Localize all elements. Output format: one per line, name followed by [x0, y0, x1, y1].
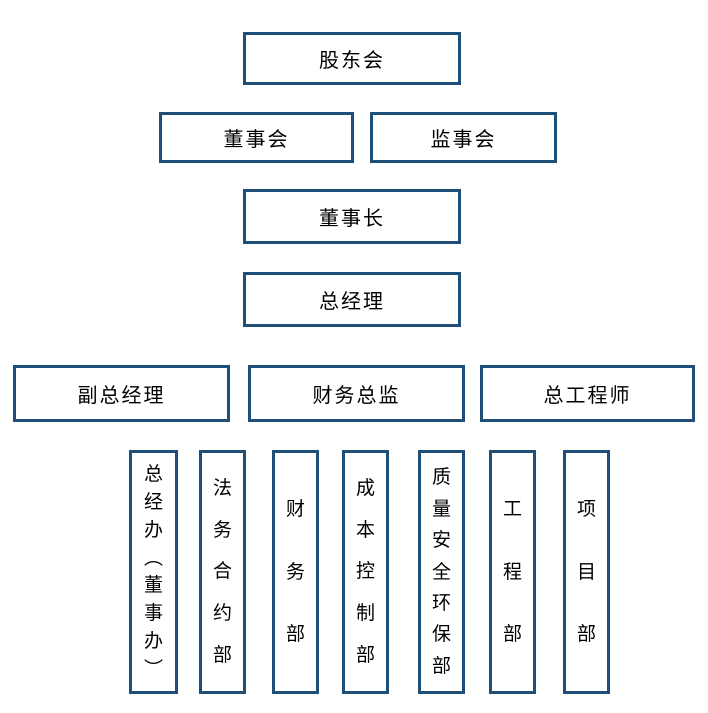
vertical-label-char: 量 — [431, 497, 451, 520]
vertical-label-char: 务 — [212, 518, 232, 541]
org-node-chief-engineer: 总工程师 — [480, 365, 695, 422]
vertical-label-char: 保 — [431, 623, 451, 646]
vertical-label-char: 部 — [431, 654, 451, 677]
org-node-general-manager: 总经理 — [243, 272, 461, 327]
vertical-label-char: 程 — [502, 560, 522, 583]
vertical-label-char: 经 — [143, 490, 163, 513]
org-node-dept-project: 项目部 — [563, 450, 610, 694]
vertical-label-char: 控 — [355, 560, 375, 583]
vertical-label-char: 成 — [355, 476, 375, 499]
org-node-finance-director: 财务总监 — [248, 365, 465, 422]
vertical-label-char: 目 — [576, 560, 596, 583]
vertical-label-char: 法 — [212, 476, 232, 499]
org-node-dept-quality-safety-environment: 质量安全环保部 — [418, 450, 465, 694]
vertical-label-char: 全 — [431, 560, 451, 583]
vertical-label-char: 本 — [355, 518, 375, 541]
org-node-dept-legal-contracts: 法务合约部 — [199, 450, 246, 694]
vertical-label-char: 总 — [143, 462, 163, 485]
org-node-shareholders-meeting: 股东会 — [243, 32, 461, 85]
vertical-label-char: 部 — [576, 623, 596, 646]
vertical-label-char: 安 — [431, 529, 451, 552]
org-node-supervisory-board: 监事会 — [370, 112, 557, 163]
vertical-label-char: 项 — [576, 497, 596, 520]
vertical-label-char: 部 — [355, 644, 375, 667]
vertical-label-char: 办 — [143, 518, 163, 541]
org-node-dept-finance: 财务部 — [272, 450, 319, 694]
org-node-dept-engineering: 工程部 — [489, 450, 536, 694]
org-node-dept-cost-control: 成本控制部 — [342, 450, 389, 694]
vertical-label-char: 务 — [285, 560, 305, 583]
vertical-label-char: 董 — [143, 574, 163, 597]
vertical-label-char: 约 — [212, 602, 232, 625]
vertical-label-char: 部 — [502, 623, 522, 646]
vertical-label-char: 部 — [212, 644, 232, 667]
vertical-label-char: 财 — [285, 497, 305, 520]
vertical-label-char: 合 — [212, 560, 232, 583]
vertical-label-char: ︵ — [143, 546, 163, 569]
org-node-board-of-directors: 董事会 — [159, 112, 354, 163]
vertical-label-char: 办 — [143, 630, 163, 653]
vertical-label-char: 环 — [431, 591, 451, 614]
org-node-deputy-general-manager: 副总经理 — [13, 365, 230, 422]
vertical-label-char: 质 — [431, 466, 451, 489]
vertical-label-char: ︶ — [143, 658, 163, 680]
vertical-label-char: 工 — [502, 497, 522, 520]
vertical-label-char: 事 — [143, 602, 163, 625]
org-node-chairman: 董事长 — [243, 189, 461, 244]
vertical-label-char: 部 — [285, 623, 305, 646]
org-node-dept-general-manager-office: 总经办︵董事办︶ — [129, 450, 178, 694]
vertical-label-char: 制 — [355, 602, 375, 625]
